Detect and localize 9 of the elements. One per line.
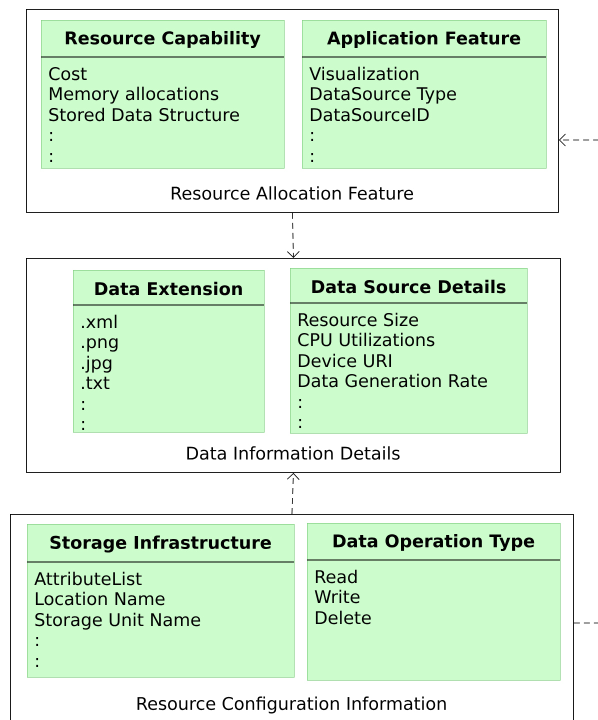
dependency-arrow	[558, 134, 598, 624]
dependency-arrow	[286, 212, 300, 258]
dependency-arrow	[286, 472, 300, 514]
class-box: Application Feature Visualization DataSource Type DataSourceID : :	[302, 20, 547, 169]
class-box: Storage Infrastructure AttributeList Location Name Storage Unit Name : :	[26, 524, 295, 678]
class-box: Data Source Details Resource Size CPU Utilizations Device URI Data Generation Rate : :	[290, 268, 528, 434]
class-box: Data Operation Type Read Write Delete	[306, 523, 561, 681]
class-box: Resource Capability Cost Memory allocations Stored Data Structure : :	[40, 20, 285, 169]
class-box: Data Extension .xml .png .jpg .txt : :	[72, 270, 265, 433]
